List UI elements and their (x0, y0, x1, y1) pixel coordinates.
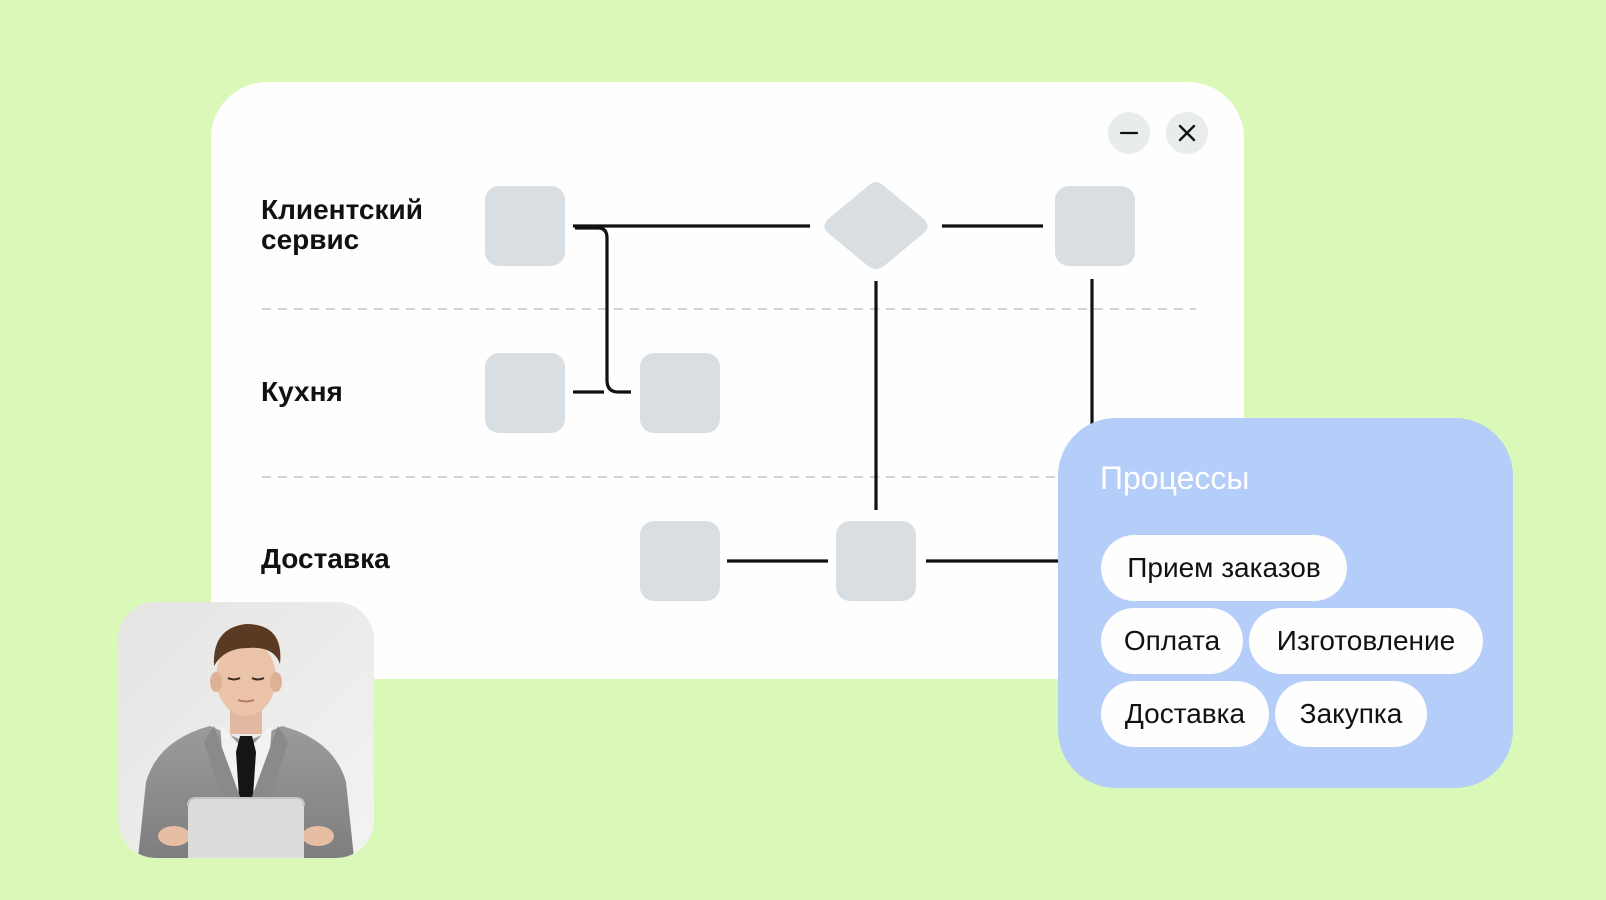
person-illustration (118, 602, 374, 858)
processes-panel: Процессы Прием заказов Оплата Изготовлен… (1058, 418, 1513, 788)
process-chip-order-intake[interactable]: Прием заказов (1101, 535, 1347, 601)
process-node (836, 521, 916, 601)
close-icon (1178, 124, 1196, 142)
close-button[interactable] (1166, 112, 1208, 154)
process-node (640, 521, 720, 601)
process-node (485, 186, 565, 266)
processes-title: Процессы (1100, 460, 1250, 496)
minus-icon (1119, 131, 1139, 135)
process-chip-payment[interactable]: Оплата (1101, 608, 1243, 674)
lane-label-delivery: Доставка (261, 543, 390, 574)
lane-label-kitchen: Кухня (261, 376, 343, 407)
minimize-button[interactable] (1108, 112, 1150, 154)
lane-label-customer-service: Клиентский сервис (261, 194, 423, 255)
process-chip-purchasing[interactable]: Закупка (1275, 681, 1427, 747)
connector (575, 226, 631, 394)
process-node (640, 353, 720, 433)
process-chip-delivery[interactable]: Доставка (1101, 681, 1269, 747)
process-chip-production[interactable]: Изготовление (1249, 608, 1483, 674)
decision-node (824, 182, 928, 269)
process-node (1055, 186, 1135, 266)
process-node (485, 353, 565, 433)
person-photo (118, 602, 374, 858)
